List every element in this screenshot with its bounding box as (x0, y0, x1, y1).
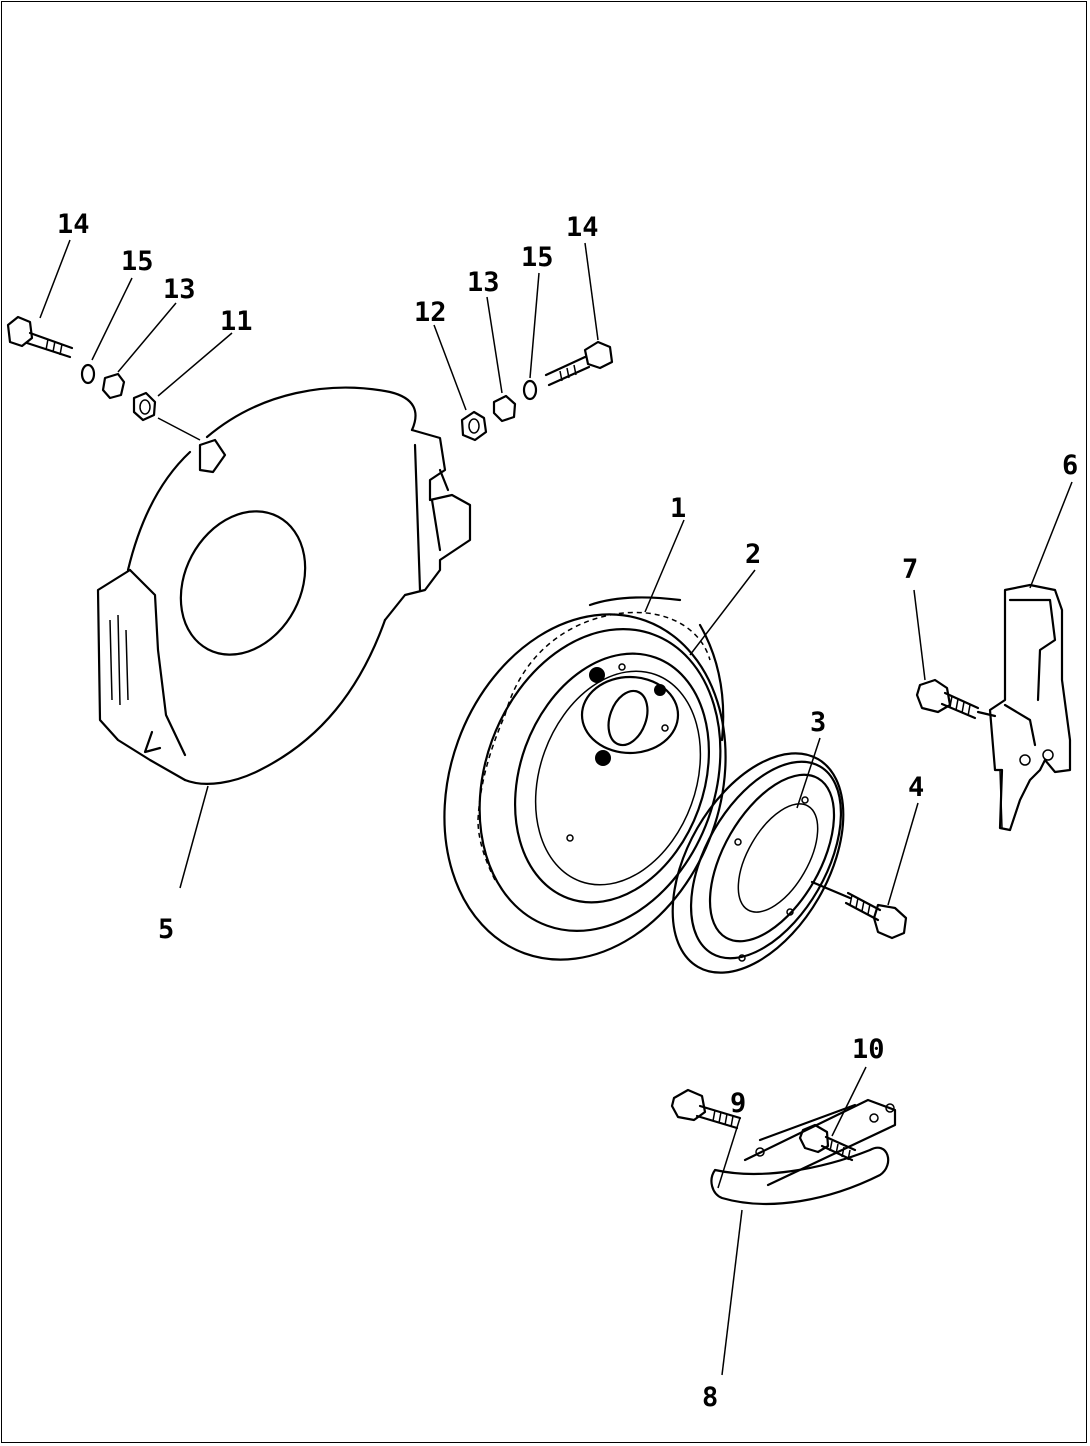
callout-12: 12 (414, 297, 447, 328)
left-fastener-set (6, 315, 157, 422)
callout-labels: 1 2 3 4 5 6 7 8 9 10 11 12 13 13 14 14 1… (57, 209, 1078, 1413)
callout-7: 7 (902, 554, 918, 585)
callout-15-left: 15 (121, 246, 154, 277)
callout-5: 5 (158, 914, 174, 945)
callout-8: 8 (702, 1382, 718, 1413)
part-3-pulley (671, 752, 845, 974)
callout-13-left: 13 (163, 274, 196, 305)
part-1-flywheel (443, 596, 727, 961)
part-7-bolt (915, 678, 997, 720)
right-fastener-set (460, 340, 614, 442)
callout-9: 9 (730, 1088, 746, 1119)
callout-13-right: 13 (467, 267, 500, 298)
callout-15-right: 15 (521, 242, 554, 273)
part-10-bolt (798, 1123, 857, 1162)
part-8-plate (710, 1098, 897, 1206)
callout-14-right: 14 (566, 212, 599, 243)
callout-2: 2 (745, 539, 761, 570)
part-4-bolt (810, 880, 908, 940)
callout-1: 1 (670, 493, 686, 524)
part-2-ring-gear (477, 611, 711, 881)
callout-14-left: 14 (57, 209, 90, 240)
part-5-housing-cover (96, 386, 472, 785)
part-9-bolt (670, 1088, 742, 1130)
callout-6: 6 (1062, 450, 1078, 481)
callout-4: 4 (908, 772, 924, 803)
callout-10: 10 (852, 1034, 885, 1065)
part-6-bracket (988, 583, 1072, 832)
leader-lines (39, 239, 1073, 1376)
callout-11: 11 (220, 306, 253, 337)
callout-3: 3 (810, 707, 826, 738)
